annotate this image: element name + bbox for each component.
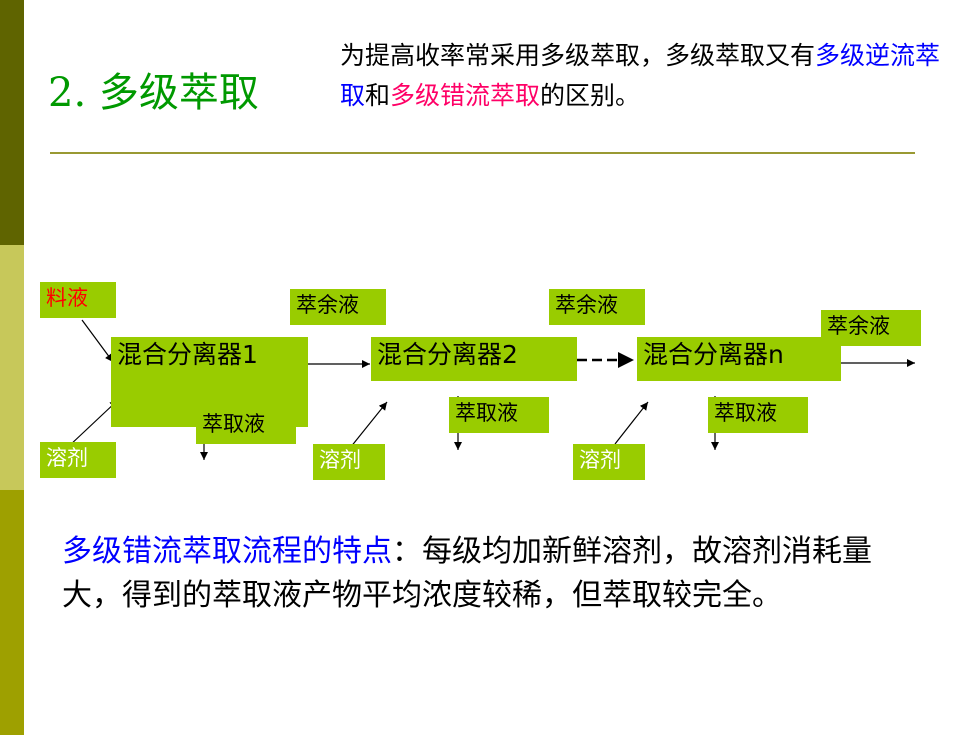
solvent-label-n: 溶剂: [573, 444, 645, 480]
side-bar-top: [0, 0, 24, 245]
page-title: 2. 多级萃取: [48, 70, 259, 116]
extract-label-1: 萃取液: [196, 408, 296, 444]
feed-label: 料液: [40, 282, 116, 318]
summary-text: 多级错流萃取流程的特点：每级均加新鲜溶剂，故溶剂消耗量大，得到的萃取液产物平均浓…: [62, 530, 902, 618]
intro-part3: 的区别。: [540, 81, 641, 110]
arrow-solvent-n: [614, 401, 649, 445]
extract-label-2: 萃取液: [449, 397, 549, 433]
arrow-feed-in: [81, 319, 114, 363]
side-bar-middle: [0, 245, 24, 490]
raffinate-label-1: 萃余液: [290, 289, 386, 325]
summary-heading: 多级错流萃取流程的特点: [62, 534, 392, 569]
mixer-n: 混合分离器n: [637, 337, 841, 381]
intro-term-countercurrent: 多级逆流萃取: [340, 41, 941, 110]
summary-body: ：每级均加新鲜溶剂，故溶剂消耗量大，得到的萃取液产物平均浓度较稀，但萃取较完全。: [62, 534, 872, 613]
raffinate-label-2: 萃余液: [549, 289, 645, 325]
arrow-dashed-head: [618, 352, 634, 368]
raffinate-label-n: 萃余液: [821, 310, 921, 346]
intro-part2: 和: [365, 81, 391, 110]
side-bar-bottom: [0, 490, 24, 735]
arrow-solvent-2: [349, 401, 388, 449]
intro-term-crosscurrent: 多级错流萃取: [390, 81, 541, 110]
extract-label-n: 萃取液: [708, 397, 808, 433]
solvent-label-2: 溶剂: [313, 444, 385, 480]
mixer-2: 混合分离器2: [371, 337, 577, 381]
intro-part1: 为提高收率常采用多级萃取，多级萃取又有: [340, 41, 816, 70]
solvent-label-1: 溶剂: [40, 442, 116, 478]
title-divider: [50, 152, 915, 154]
intro-text: 为提高收率常采用多级萃取，多级萃取又有多级逆流萃取和多级错流萃取的区别。: [340, 36, 950, 116]
arrow-solvent-1: [67, 399, 119, 448]
